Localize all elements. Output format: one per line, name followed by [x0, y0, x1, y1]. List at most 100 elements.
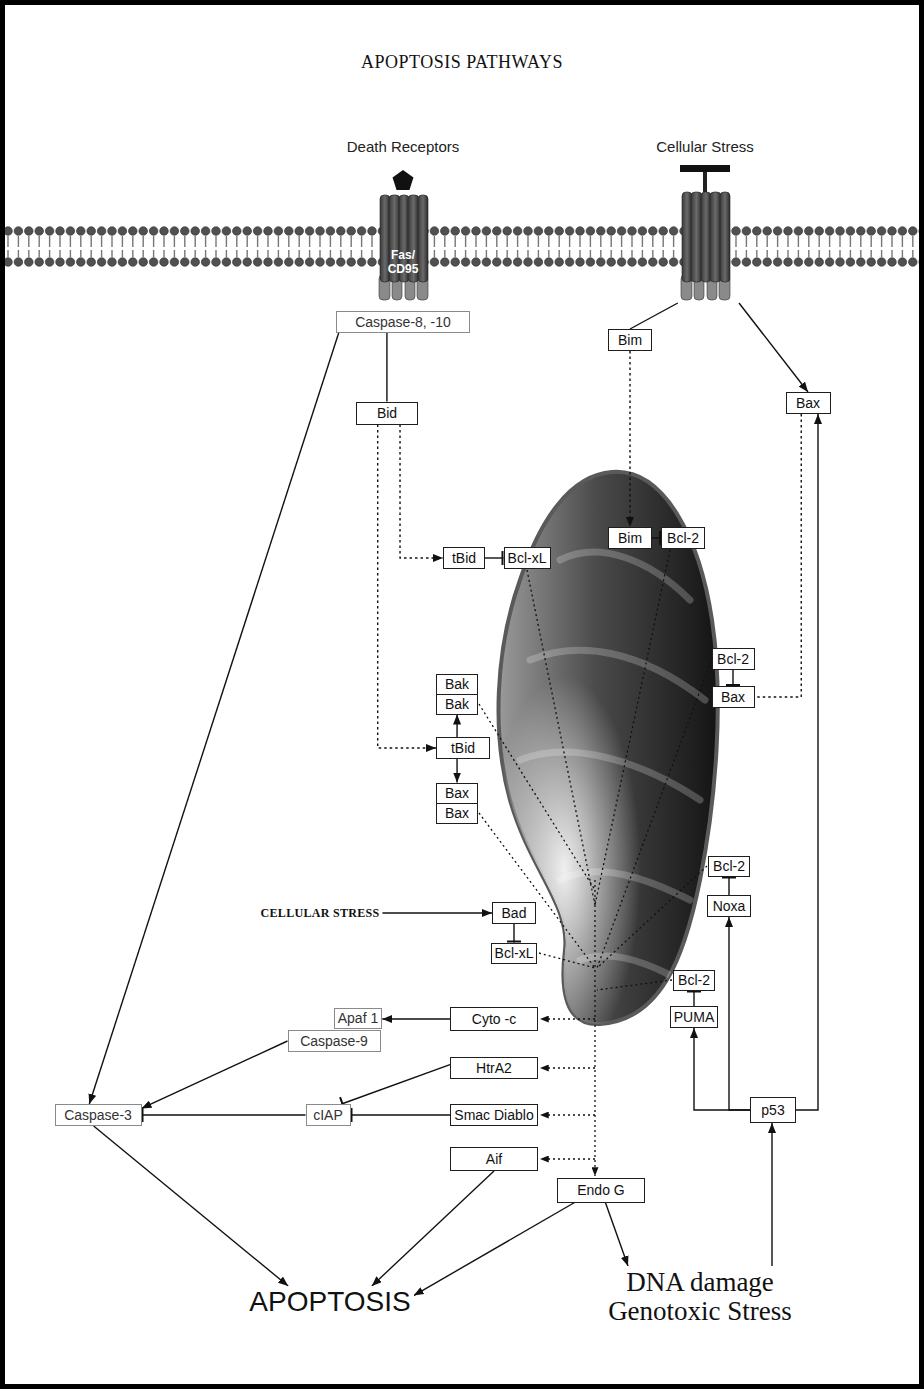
- lipid-head: [285, 258, 294, 267]
- lipid-tail: [798, 250, 799, 257]
- node-text: Cyto -c: [472, 1011, 516, 1027]
- lipid-tail: [299, 250, 300, 257]
- lipid-tail: [111, 236, 112, 247]
- lipid-tail: [49, 236, 50, 247]
- protein-box: Aif: [450, 1147, 538, 1171]
- lipid-head: [274, 227, 283, 236]
- lipid-head: [326, 258, 335, 267]
- node-text: Caspase-9: [300, 1033, 368, 1049]
- node-text: HtrA2: [476, 1060, 512, 1076]
- lipid-head: [160, 227, 169, 236]
- protein-box: tBid: [443, 547, 485, 569]
- lipid-tail: [59, 250, 60, 257]
- lipid-head: [201, 258, 210, 267]
- activation-arrow: [694, 1028, 750, 1110]
- lipid-head: [305, 258, 314, 267]
- lipid-tail: [194, 250, 195, 257]
- node-text: Bax: [721, 689, 745, 705]
- lipid-tail: [132, 236, 133, 247]
- lipid-tail: [767, 250, 768, 257]
- lipid-tail: [611, 236, 612, 247]
- receptor-helix: [691, 192, 702, 282]
- lipid-head: [337, 227, 346, 236]
- lipid-head: [898, 227, 907, 236]
- lipid-head: [815, 258, 824, 267]
- mitochondrion: [499, 472, 718, 1024]
- lipid-tail: [850, 236, 851, 247]
- node-text: PUMA: [674, 1009, 714, 1025]
- lipid-head: [493, 227, 502, 236]
- lipid-head: [441, 227, 450, 236]
- lipid-head: [451, 227, 460, 236]
- lipid-head: [451, 258, 460, 267]
- protein-box: tBid: [436, 737, 490, 759]
- activation-arrow: [629, 351, 630, 527]
- lipid-head: [181, 258, 190, 267]
- lipid-head: [638, 227, 647, 236]
- lipid-head: [97, 227, 106, 236]
- lipid-head: [295, 227, 304, 236]
- leader-line: [595, 550, 670, 905]
- lipid-head: [66, 258, 75, 267]
- node-text: Bad: [502, 905, 527, 921]
- node-text: Bax: [445, 785, 469, 801]
- lipid-head: [66, 227, 75, 236]
- lipid-tail: [912, 236, 913, 247]
- lipid-tail: [527, 250, 528, 257]
- lipid-head: [14, 258, 23, 267]
- activation-arrow: [400, 425, 443, 559]
- lipid-tail: [507, 250, 508, 257]
- lipid-tail: [517, 250, 518, 257]
- activation-arrow: [142, 1041, 288, 1108]
- lipid-head: [732, 258, 741, 267]
- lipid-head: [233, 258, 242, 267]
- lipid-tail: [507, 236, 508, 247]
- lipid-head: [888, 227, 897, 236]
- lipid-tail: [7, 236, 8, 247]
- lipid-tail: [642, 250, 643, 257]
- lipid-head: [805, 227, 814, 236]
- lipid-tail: [839, 236, 840, 247]
- lipid-tail: [579, 236, 580, 247]
- lipid-head: [825, 258, 834, 267]
- inhibition-line: [513, 924, 514, 943]
- lipid-head: [836, 227, 845, 236]
- inhibition-line: [342, 1065, 451, 1104]
- lipid-tail: [257, 236, 258, 247]
- lipid-tail: [330, 250, 331, 257]
- lipid-tail: [756, 236, 757, 247]
- node-text: Bax: [796, 395, 820, 411]
- lipid-tail: [49, 250, 50, 257]
- lipid-tail: [90, 250, 91, 257]
- lipid-head: [45, 227, 54, 236]
- caspase-box: cIAP: [306, 1104, 351, 1126]
- lipid-head: [201, 227, 210, 236]
- lipid-tail: [663, 236, 664, 247]
- lipid-head: [909, 227, 918, 236]
- lipid-tail: [267, 236, 268, 247]
- lipid-tail: [163, 250, 164, 257]
- lipid-head: [503, 227, 512, 236]
- node-text: Bcl-2: [667, 530, 699, 546]
- activation-arrow: [378, 425, 436, 749]
- lipid-tail: [299, 236, 300, 247]
- lipid-head: [108, 227, 117, 236]
- lipid-tail: [215, 250, 216, 257]
- activation-arrow: [796, 414, 818, 1110]
- mitochondrion-highlight: [499, 472, 718, 1024]
- activation-arrow: [382, 1018, 450, 1019]
- lipid-head: [264, 227, 273, 236]
- leader-line: [527, 570, 595, 905]
- lipid-head: [77, 227, 86, 236]
- lipid-head: [243, 258, 252, 267]
- lipid-tail: [205, 236, 206, 247]
- stimulus-label: DNA damage Genotoxic Stress: [580, 1266, 820, 1328]
- lipid-tail: [777, 250, 778, 257]
- crista: [520, 752, 700, 800]
- lipid-head: [753, 227, 762, 236]
- lipid-head: [357, 258, 366, 267]
- protein-box: Bcl-2: [661, 527, 705, 549]
- inhibition-line: [732, 670, 733, 686]
- lipid-tail: [153, 250, 154, 257]
- lipid-tail: [340, 236, 341, 247]
